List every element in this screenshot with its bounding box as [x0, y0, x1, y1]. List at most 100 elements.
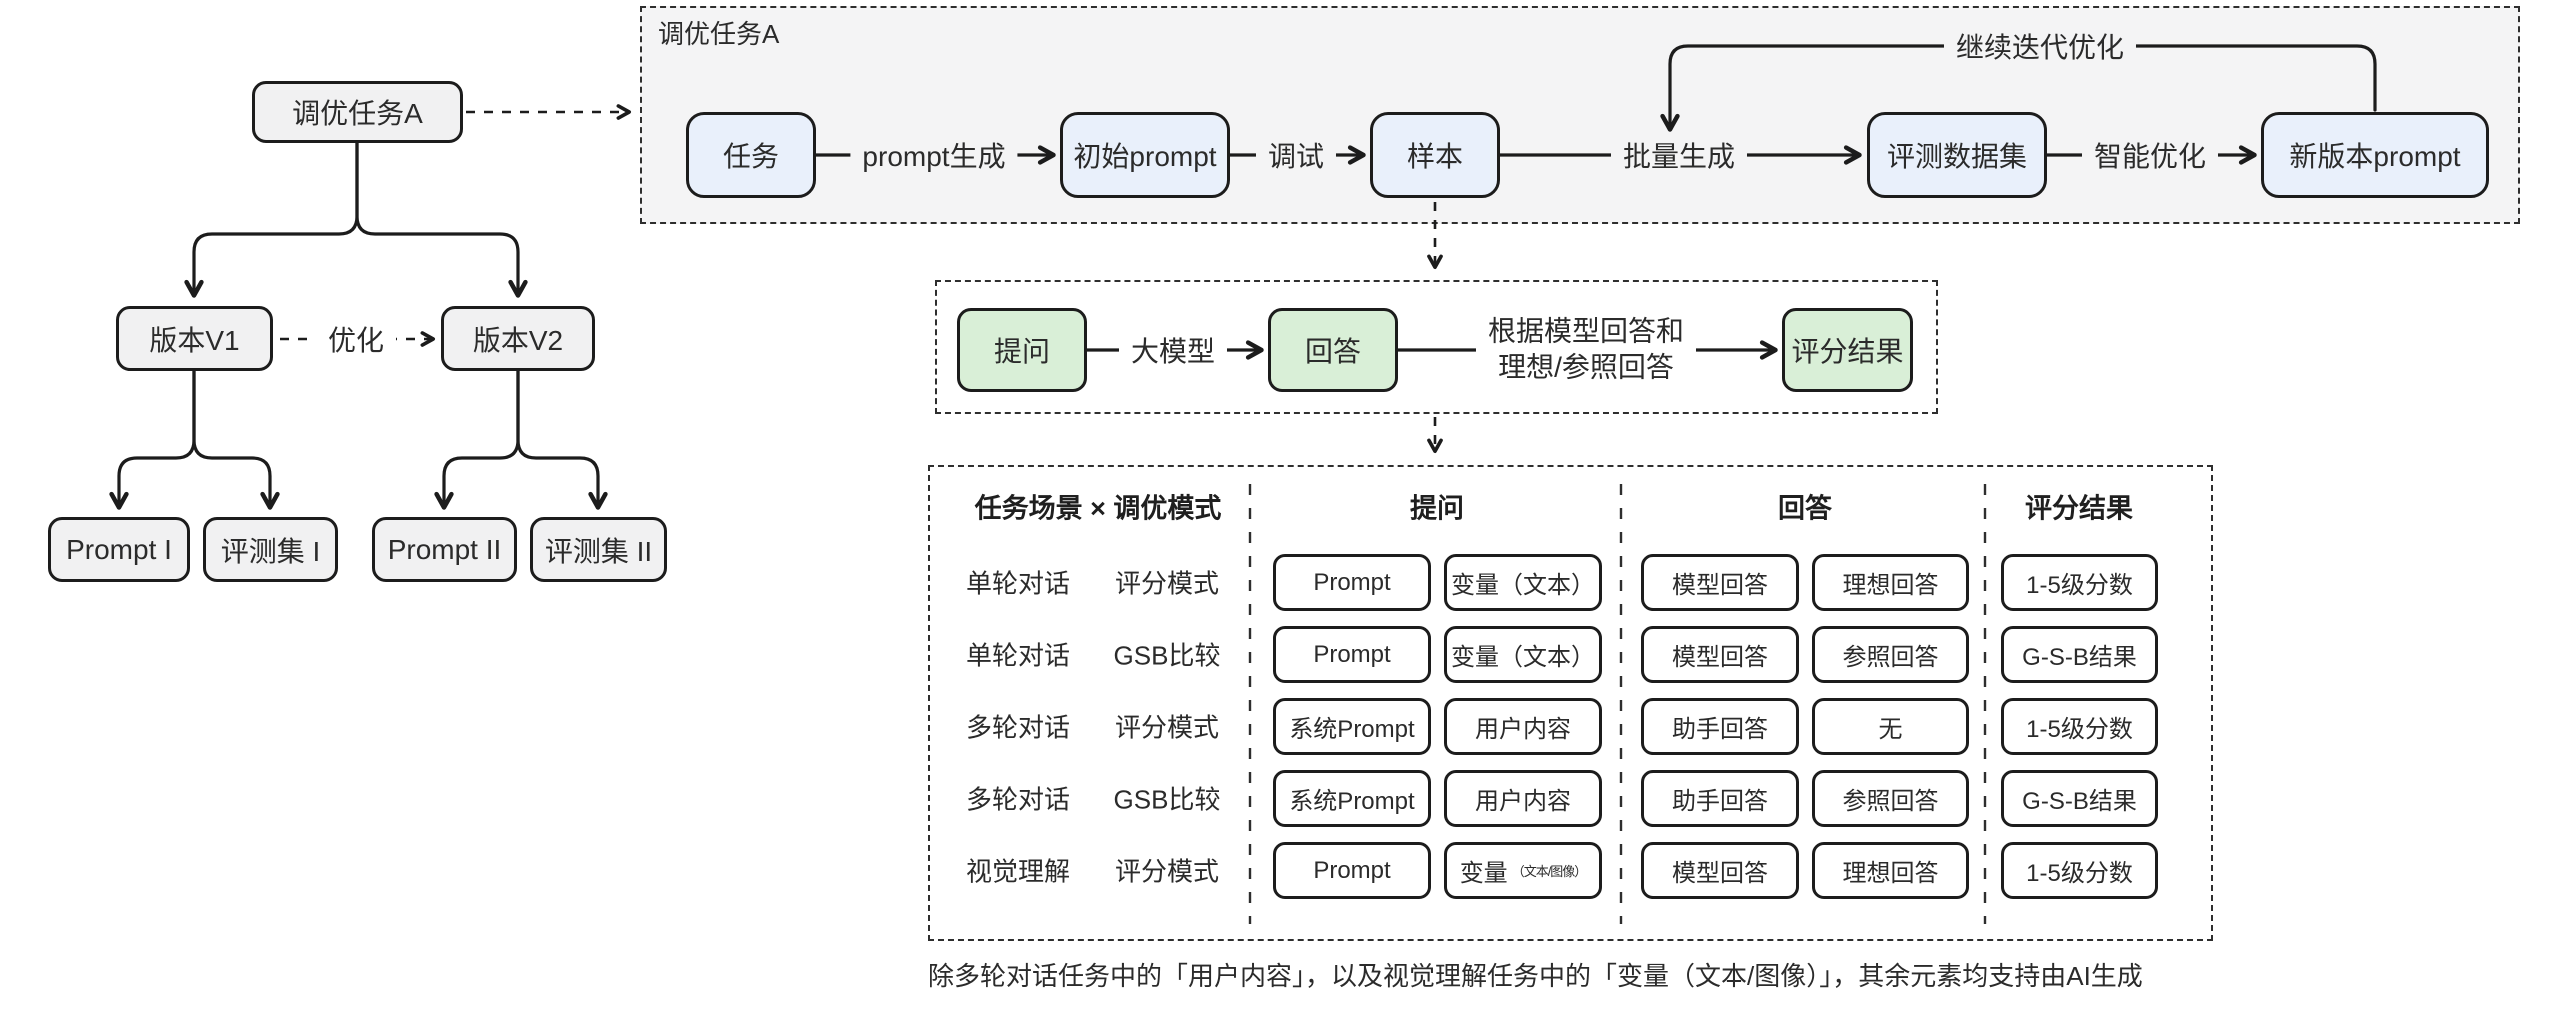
- node-task-label: 任务: [722, 141, 779, 172]
- row3-question-cell-2-label: 用户内容: [1475, 716, 1571, 743]
- node-question-label: 提问: [993, 336, 1050, 367]
- row5-answer-cell-2: 理想回答: [1812, 842, 1969, 899]
- row2-answer-cell-1-label: 模型回答: [1672, 644, 1768, 671]
- row5-question-cell-1: Prompt: [1273, 842, 1431, 899]
- eval-flow-container: [935, 280, 1938, 414]
- node-task: 任务: [686, 112, 816, 198]
- node-eval-dataset: 评测数据集: [1867, 112, 2047, 198]
- footnote: 除多轮对话任务中的「用户内容」，以及视觉理解任务中的「变量（文本/图像）」，其余…: [928, 961, 2143, 991]
- row4-answer-cell-2-label: 参照回答: [1842, 788, 1939, 815]
- row3-answer-cell-1-label: 助手回答: [1672, 716, 1768, 743]
- matrix-container: [928, 465, 2213, 941]
- row2-scenario: 单轮对话: [965, 640, 1071, 671]
- node-answer-label: 回答: [1304, 336, 1361, 367]
- row1-score-cell-label: 1-5级分数: [2026, 572, 2133, 599]
- row4-score-cell: G-S-B结果: [2001, 770, 2158, 827]
- row3-score-cell: 1-5级分数: [2001, 698, 2158, 755]
- row4-question-cell-2-label: 用户内容: [1475, 788, 1571, 815]
- row1-mode: 评分模式: [1114, 568, 1220, 599]
- node-score-result-label: 评分结果: [1791, 336, 1904, 367]
- row5-question-cell-2-suffix: （文本/图像）: [1511, 864, 1588, 879]
- node-version-v2-label: 版本V2: [472, 324, 564, 356]
- row3-answer-cell-2: 无: [1812, 698, 1969, 755]
- node-question: 提问: [957, 308, 1087, 392]
- row5-answer-cell-1-label: 模型回答: [1672, 860, 1768, 887]
- node-new-version-prompt: 新版本prompt: [2261, 112, 2489, 198]
- row4-score-cell-label: G-S-B结果: [2022, 788, 2137, 815]
- row5-answer-cell-2-label: 理想回答: [1842, 860, 1939, 887]
- edge-label-prompt-generate: prompt生成: [850, 135, 1018, 175]
- row1-answer-cell-1-label: 模型回答: [1672, 572, 1768, 599]
- row3-mode: 评分模式: [1114, 712, 1220, 743]
- row2-answer-cell-2-label: 参照回答: [1842, 644, 1939, 671]
- row1-question-cell-2: 变量（文本）: [1444, 554, 1602, 611]
- node-new-version-prompt-label: 新版本prompt: [2289, 141, 2461, 172]
- node-version-v2: 版本V2: [441, 306, 595, 371]
- row1-question-cell-2-label: 变量（文本）: [1451, 572, 1595, 599]
- row1-score-cell: 1-5级分数: [2001, 554, 2158, 611]
- row3-question-cell-1: 系统Prompt: [1273, 698, 1431, 755]
- row2-question-cell-2: 变量（文本）: [1444, 626, 1602, 683]
- row1-question-cell-1-label: Prompt: [1313, 568, 1391, 596]
- row5-question-cell-2: 变量（文本/图像）: [1444, 842, 1602, 899]
- matrix-header-question: 提问: [1410, 493, 1464, 524]
- row2-question-cell-1: Prompt: [1273, 626, 1431, 683]
- edge-root-to-v2: [355, 141, 528, 298]
- node-prompt-1: Prompt I: [48, 517, 190, 582]
- row5-score-cell-label: 1-5级分数: [2026, 860, 2133, 887]
- row1-question-cell-1: Prompt: [1273, 554, 1431, 611]
- edge-label-smart-optimize: 智能优化: [2081, 135, 2219, 175]
- row3-answer-cell-1: 助手回答: [1641, 698, 1799, 755]
- edge-label-criteria: 根据模型回答和 理想/参照回答: [1475, 313, 1697, 387]
- node-tuning-task-a: 调优任务A: [252, 81, 463, 143]
- row2-question-cell-2-label: 变量（文本）: [1451, 644, 1595, 671]
- matrix-header-scenario: 任务场景 × 调优模式: [974, 493, 1222, 524]
- row4-scenario: 多轮对话: [965, 784, 1071, 815]
- row5-score-cell: 1-5级分数: [2001, 842, 2158, 899]
- edge-root-to-v1: [184, 141, 359, 298]
- edge-v2-to-evalset2: [516, 369, 608, 510]
- row5-scenario: 视觉理解: [965, 856, 1071, 887]
- matrix-header-answer: 回答: [1778, 493, 1832, 524]
- row5-answer-cell-1: 模型回答: [1641, 842, 1799, 899]
- row4-answer-cell-1-label: 助手回答: [1672, 788, 1768, 815]
- row1-scenario: 单轮对话: [965, 568, 1071, 599]
- row2-answer-cell-2: 参照回答: [1812, 626, 1969, 683]
- pipeline-container-label: 调优任务A: [658, 19, 780, 49]
- node-initial-prompt-label: 初始prompt: [1073, 141, 1217, 172]
- edge-label-continue-iterate: 继续迭代优化: [1943, 26, 2137, 66]
- row4-question-cell-2: 用户内容: [1444, 770, 1602, 827]
- row2-mode: GSB比较: [1113, 640, 1221, 671]
- edge-v2-to-prompt2: [434, 369, 520, 510]
- node-prompt-2: Prompt II: [372, 517, 517, 582]
- node-evalset-1-label: 评测集 I: [220, 535, 321, 567]
- row4-mode: GSB比较: [1113, 784, 1221, 815]
- row4-question-cell-1-label: 系统Prompt: [1289, 788, 1415, 815]
- edge-label-optimize: 优化: [315, 319, 397, 359]
- node-evalset-2: 评测集 II: [530, 517, 667, 582]
- node-initial-prompt: 初始prompt: [1060, 112, 1230, 198]
- row4-answer-cell-2: 参照回答: [1812, 770, 1969, 827]
- node-prompt-1-label: Prompt I: [66, 533, 172, 565]
- row3-question-cell-2: 用户内容: [1444, 698, 1602, 755]
- node-evalset-1: 评测集 I: [203, 517, 338, 582]
- row4-question-cell-1: 系统Prompt: [1273, 770, 1431, 827]
- node-version-v1: 版本V1: [116, 306, 273, 371]
- edge-label-batch-generate: 批量生成: [1610, 135, 1748, 175]
- row3-scenario: 多轮对话: [965, 712, 1071, 743]
- matrix-header-score: 评分结果: [2025, 493, 2133, 524]
- row5-question-cell-2-label: 变量: [1459, 860, 1508, 887]
- row3-score-cell-label: 1-5级分数: [2026, 716, 2133, 743]
- edge-label-llm: 大模型: [1118, 330, 1228, 370]
- node-sample: 样本: [1370, 112, 1500, 198]
- node-answer: 回答: [1268, 308, 1398, 392]
- node-score-result: 评分结果: [1782, 308, 1913, 392]
- edge-v1-to-prompt1: [109, 369, 196, 510]
- row2-answer-cell-1: 模型回答: [1641, 626, 1799, 683]
- pipeline-container: [640, 6, 2520, 224]
- row2-question-cell-1-label: Prompt: [1313, 640, 1391, 668]
- row1-answer-cell-2-label: 理想回答: [1842, 572, 1939, 599]
- row5-question-cell-1-label: Prompt: [1313, 856, 1391, 884]
- node-evalset-2-label: 评测集 II: [544, 535, 653, 567]
